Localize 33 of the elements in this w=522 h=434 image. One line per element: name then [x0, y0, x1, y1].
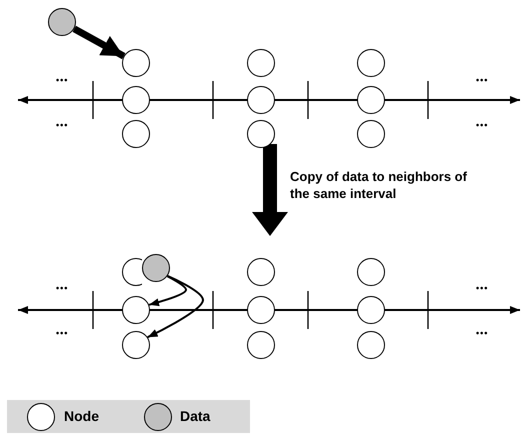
curved-arrow: [148, 275, 187, 306]
ellipsis: •••: [56, 119, 68, 131]
ellipsis: •••: [476, 327, 488, 339]
node-circle: [122, 296, 150, 324]
node-circle: [247, 331, 275, 359]
ellipsis: •••: [476, 119, 488, 131]
node-circle: [357, 86, 385, 114]
curved-arrow: [147, 274, 204, 338]
ellipsis: •••: [476, 282, 488, 294]
node-circle: [247, 86, 275, 114]
ellipsis: •••: [56, 74, 68, 86]
node-circle: [357, 296, 385, 324]
ellipsis: •••: [56, 282, 68, 294]
node-circle: [357, 331, 385, 359]
node-circle: [357, 120, 385, 148]
node-circle: [247, 120, 275, 148]
ellipsis: •••: [476, 74, 488, 86]
thick-arrow: [72, 26, 126, 60]
data-circle: [142, 254, 170, 282]
node-circle: [122, 120, 150, 148]
ellipsis: •••: [56, 327, 68, 339]
legend-label: Node: [64, 408, 99, 424]
node-circle: [247, 49, 275, 77]
node-circle: [122, 258, 142, 286]
node-circle: [357, 49, 385, 77]
node-circle: [122, 331, 150, 359]
legend-label: Data: [180, 408, 210, 424]
node-circle: [122, 86, 150, 114]
data-circle: [48, 8, 76, 36]
node-circle: [122, 49, 150, 77]
node-circle: [247, 258, 275, 286]
node-circle: [247, 296, 275, 324]
node-circle: [357, 258, 385, 286]
